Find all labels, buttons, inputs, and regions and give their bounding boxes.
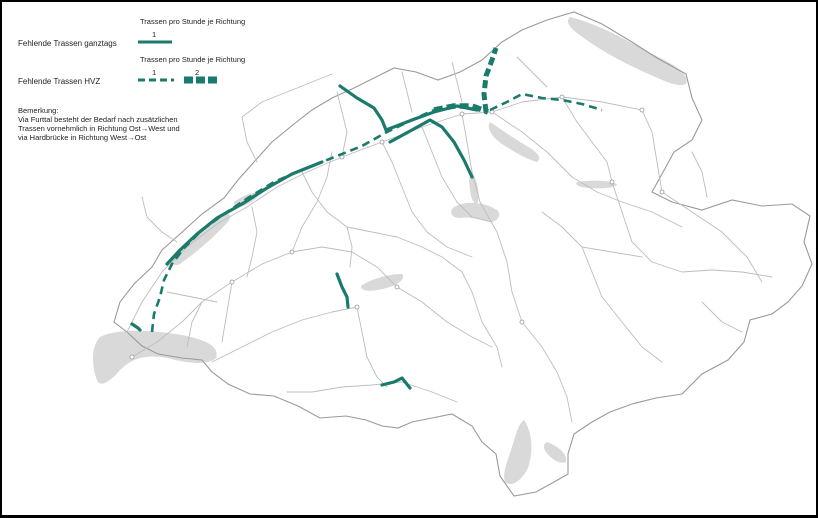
- rail-line: [126, 96, 643, 333]
- missing-path-peak-2: [481, 47, 499, 113]
- rail-line: [356, 306, 388, 388]
- legend-peak-header: Trassen pro Stunde je Richtung: [140, 55, 246, 64]
- legend-peak-scale-2: 2: [195, 68, 200, 77]
- legend-allday-header: Trassen pro Stunde je Richtung: [140, 17, 246, 26]
- national-border: [113, 11, 813, 497]
- station-marker: [609, 179, 615, 185]
- lake-zurich: [488, 122, 540, 162]
- rail-line: [141, 196, 178, 243]
- lake-lugano: [543, 442, 567, 463]
- station-marker: [459, 111, 465, 117]
- legend-peak-swatch: [138, 76, 220, 84]
- rail-line: [186, 301, 203, 348]
- lake-geneva: [93, 330, 217, 384]
- rail-line: [561, 96, 613, 183]
- rail-line: [421, 126, 493, 223]
- missing-path-allday: [338, 84, 388, 132]
- lake-neuchatel: [172, 213, 231, 266]
- remark-line: via Hardbrücke in Richtung West→Ost: [18, 133, 147, 142]
- rail-line: [581, 246, 643, 258]
- rail-line: [291, 151, 333, 253]
- rail-line: [461, 113, 523, 323]
- rail-line: [641, 109, 663, 193]
- rail-line: [301, 171, 398, 238]
- rail-line: [701, 301, 743, 333]
- missing-path-peak-2: [433, 103, 489, 115]
- station-marker: [639, 107, 645, 113]
- station-marker: [354, 304, 360, 310]
- rail-line: [611, 181, 773, 278]
- lake-zug: [469, 172, 479, 204]
- remark-line: Trassen vornehmlich in Richtung Ost→West…: [18, 124, 180, 133]
- station-marker: [659, 189, 665, 195]
- rail-line: [241, 73, 333, 118]
- station-marker: [129, 354, 135, 360]
- missing-path-allday: [380, 376, 412, 390]
- rail-line: [396, 286, 493, 348]
- rail-line: [241, 116, 258, 163]
- missing-path-allday: [388, 118, 474, 179]
- lakes-layer: [93, 17, 687, 485]
- missing-path-peak-1: [150, 108, 435, 333]
- lake-lucerne: [451, 202, 500, 222]
- missing-path-peak-1: [489, 92, 603, 112]
- rail-line: [336, 91, 348, 158]
- rail-line: [401, 71, 413, 113]
- missing-paths-peak-layer: [150, 47, 603, 333]
- station-marker: [394, 284, 400, 290]
- lake-walen: [576, 180, 617, 189]
- rail-line: [381, 141, 473, 258]
- missing-path-allday: [130, 322, 142, 332]
- rail-line: [166, 291, 218, 303]
- remark-block: Bemerkung: Via Furttal besteht der Bedar…: [18, 106, 180, 142]
- station-marker: [379, 139, 385, 145]
- legend-allday-label: Fehlende Trassen ganztags: [18, 39, 117, 48]
- stations-layer: [129, 94, 665, 360]
- rail-line: [131, 246, 398, 358]
- station-marker: [559, 94, 565, 100]
- rail-line: [286, 381, 458, 403]
- legend-allday-scale-1: 1: [152, 30, 157, 39]
- rail-line: [471, 291, 503, 368]
- lake-constance: [567, 17, 687, 86]
- rail-line: [211, 306, 358, 363]
- missing-path-allday: [335, 272, 350, 309]
- rail-line: [246, 206, 258, 278]
- station-marker: [229, 279, 235, 285]
- rail-line: [451, 61, 463, 103]
- station-marker: [289, 249, 295, 255]
- rail-line: [221, 281, 233, 343]
- rail-line: [516, 56, 548, 88]
- rail-line: [491, 111, 683, 228]
- rail-line: [691, 151, 708, 198]
- rail-line: [601, 296, 663, 363]
- legend-peak-label: Fehlende Trassen HVZ: [18, 77, 101, 86]
- legend-allday-swatch: [138, 40, 172, 44]
- rail-line: [521, 321, 573, 423]
- rail-line: [541, 211, 603, 298]
- rail-network-layer: [126, 56, 773, 423]
- lake-maggiore: [504, 420, 532, 485]
- rail-line: [396, 236, 473, 293]
- remark-title: Bemerkung:: [18, 106, 59, 115]
- legend-peak-scale-1: 1: [152, 68, 157, 77]
- lake-thun: [361, 274, 404, 291]
- rail-line: [346, 226, 353, 268]
- remark-line: Via Furttal besteht der Bedarf nach zusä…: [18, 115, 178, 124]
- station-marker: [519, 319, 525, 325]
- rail-line: [661, 191, 763, 283]
